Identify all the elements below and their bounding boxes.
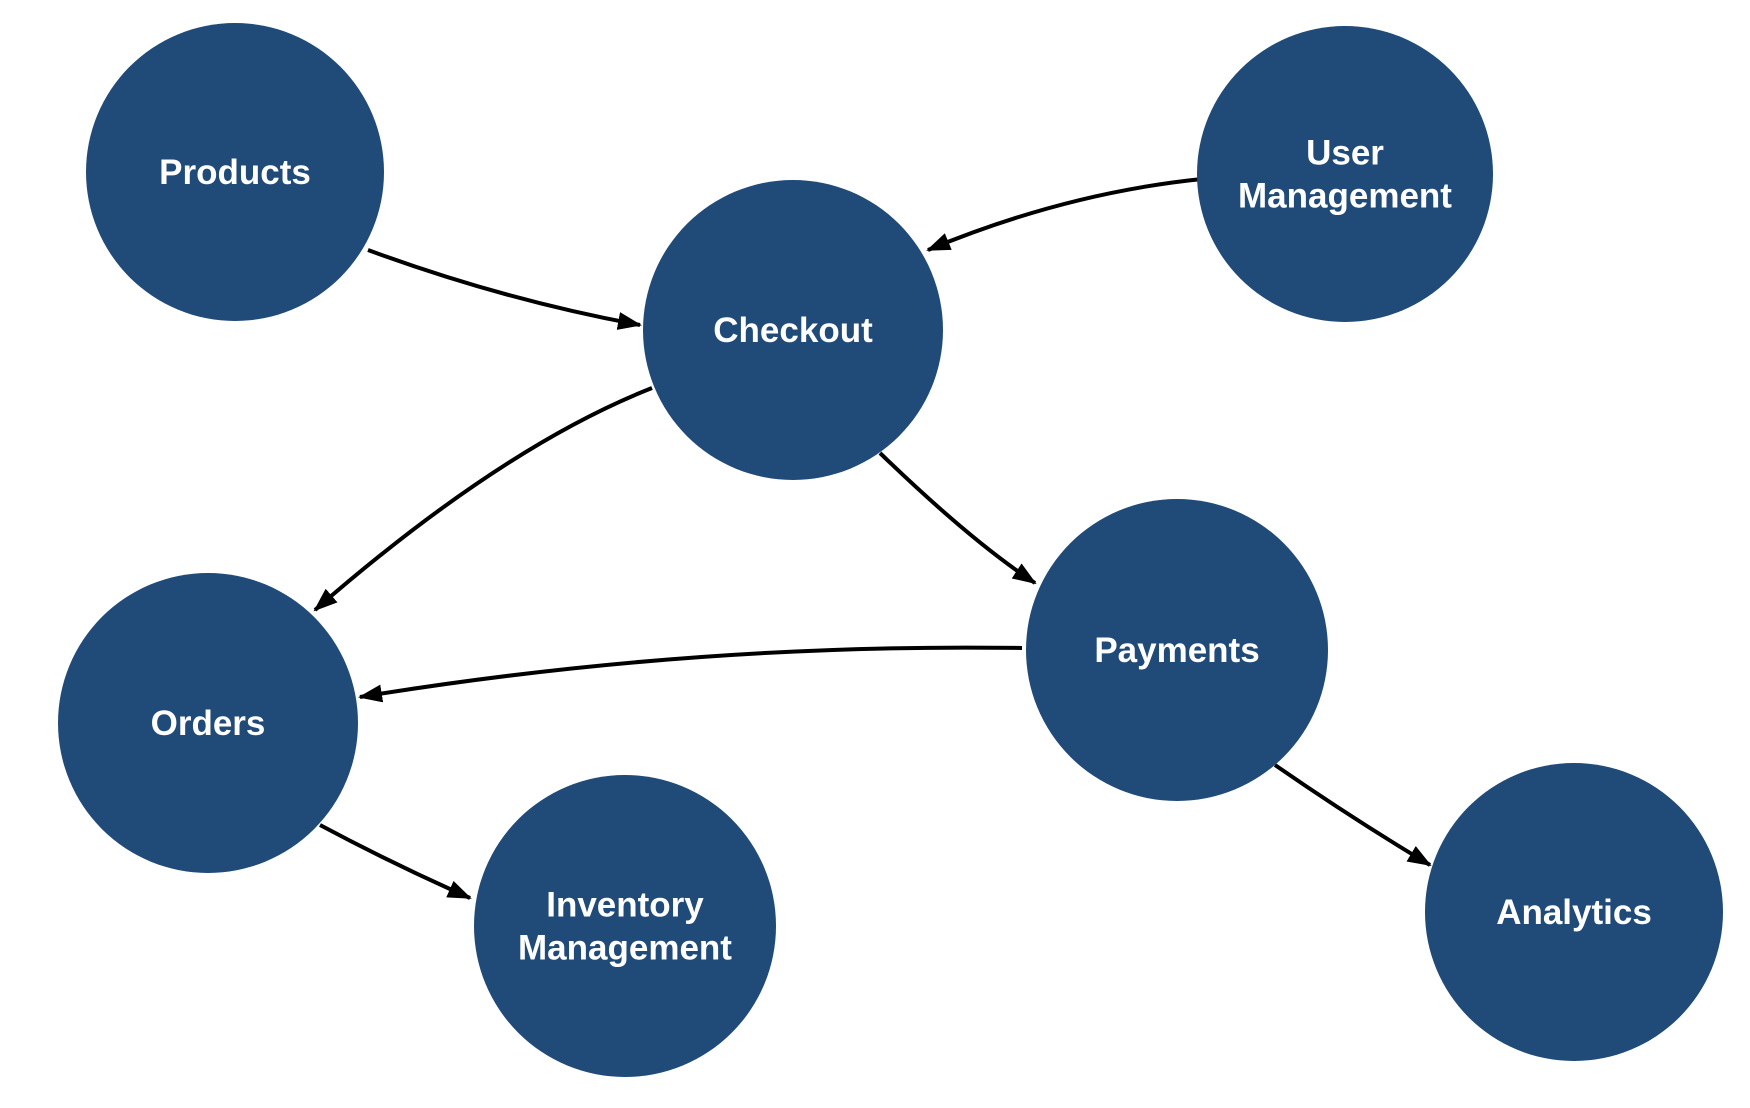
node-user-management-label-line: User — [1306, 134, 1384, 173]
edge-products-to-checkout — [367, 248, 642, 330]
edge-payments-to-analytics — [1273, 763, 1432, 867]
node-inventory-management-label-line: Inventory — [546, 886, 704, 925]
node-payments-circle — [1026, 499, 1328, 801]
edge-payments-to-orders — [358, 645, 1023, 703]
edge-checkout-to-orders — [313, 386, 653, 612]
edge-checkout-to-payments — [878, 451, 1037, 585]
edge-orders-to-inventory-management — [319, 823, 472, 900]
edges-layer — [313, 177, 1432, 900]
node-inventory-management-circle — [474, 775, 776, 1077]
node-products-label-line: Products — [159, 153, 311, 192]
node-orders-circle — [58, 573, 358, 873]
node-orders-label: Orders — [151, 704, 266, 743]
node-orders-label-line: Orders — [151, 704, 266, 743]
node-orders: Orders — [58, 573, 358, 873]
node-analytics: Analytics — [1425, 763, 1723, 1061]
node-payments-label: Payments — [1094, 631, 1259, 670]
node-products-label: Products — [159, 153, 311, 192]
node-checkout-circle — [643, 180, 943, 480]
node-inventory-management-label-line: Management — [518, 929, 732, 968]
node-products-circle — [86, 23, 384, 321]
edge-user-management-to-checkout — [926, 177, 1203, 252]
node-products: Products — [86, 23, 384, 321]
node-analytics-label-line: Analytics — [1496, 893, 1652, 932]
node-analytics-circle — [1425, 763, 1723, 1061]
node-user-management-circle — [1197, 26, 1493, 322]
node-payments-label-line: Payments — [1094, 631, 1259, 670]
node-checkout-label-line: Checkout — [713, 311, 873, 350]
node-analytics-label: Analytics — [1496, 893, 1652, 932]
node-user-management-label-line: Management — [1238, 177, 1452, 216]
node-checkout: Checkout — [643, 180, 943, 480]
node-checkout-label: Checkout — [713, 311, 873, 350]
node-payments: Payments — [1026, 499, 1328, 801]
